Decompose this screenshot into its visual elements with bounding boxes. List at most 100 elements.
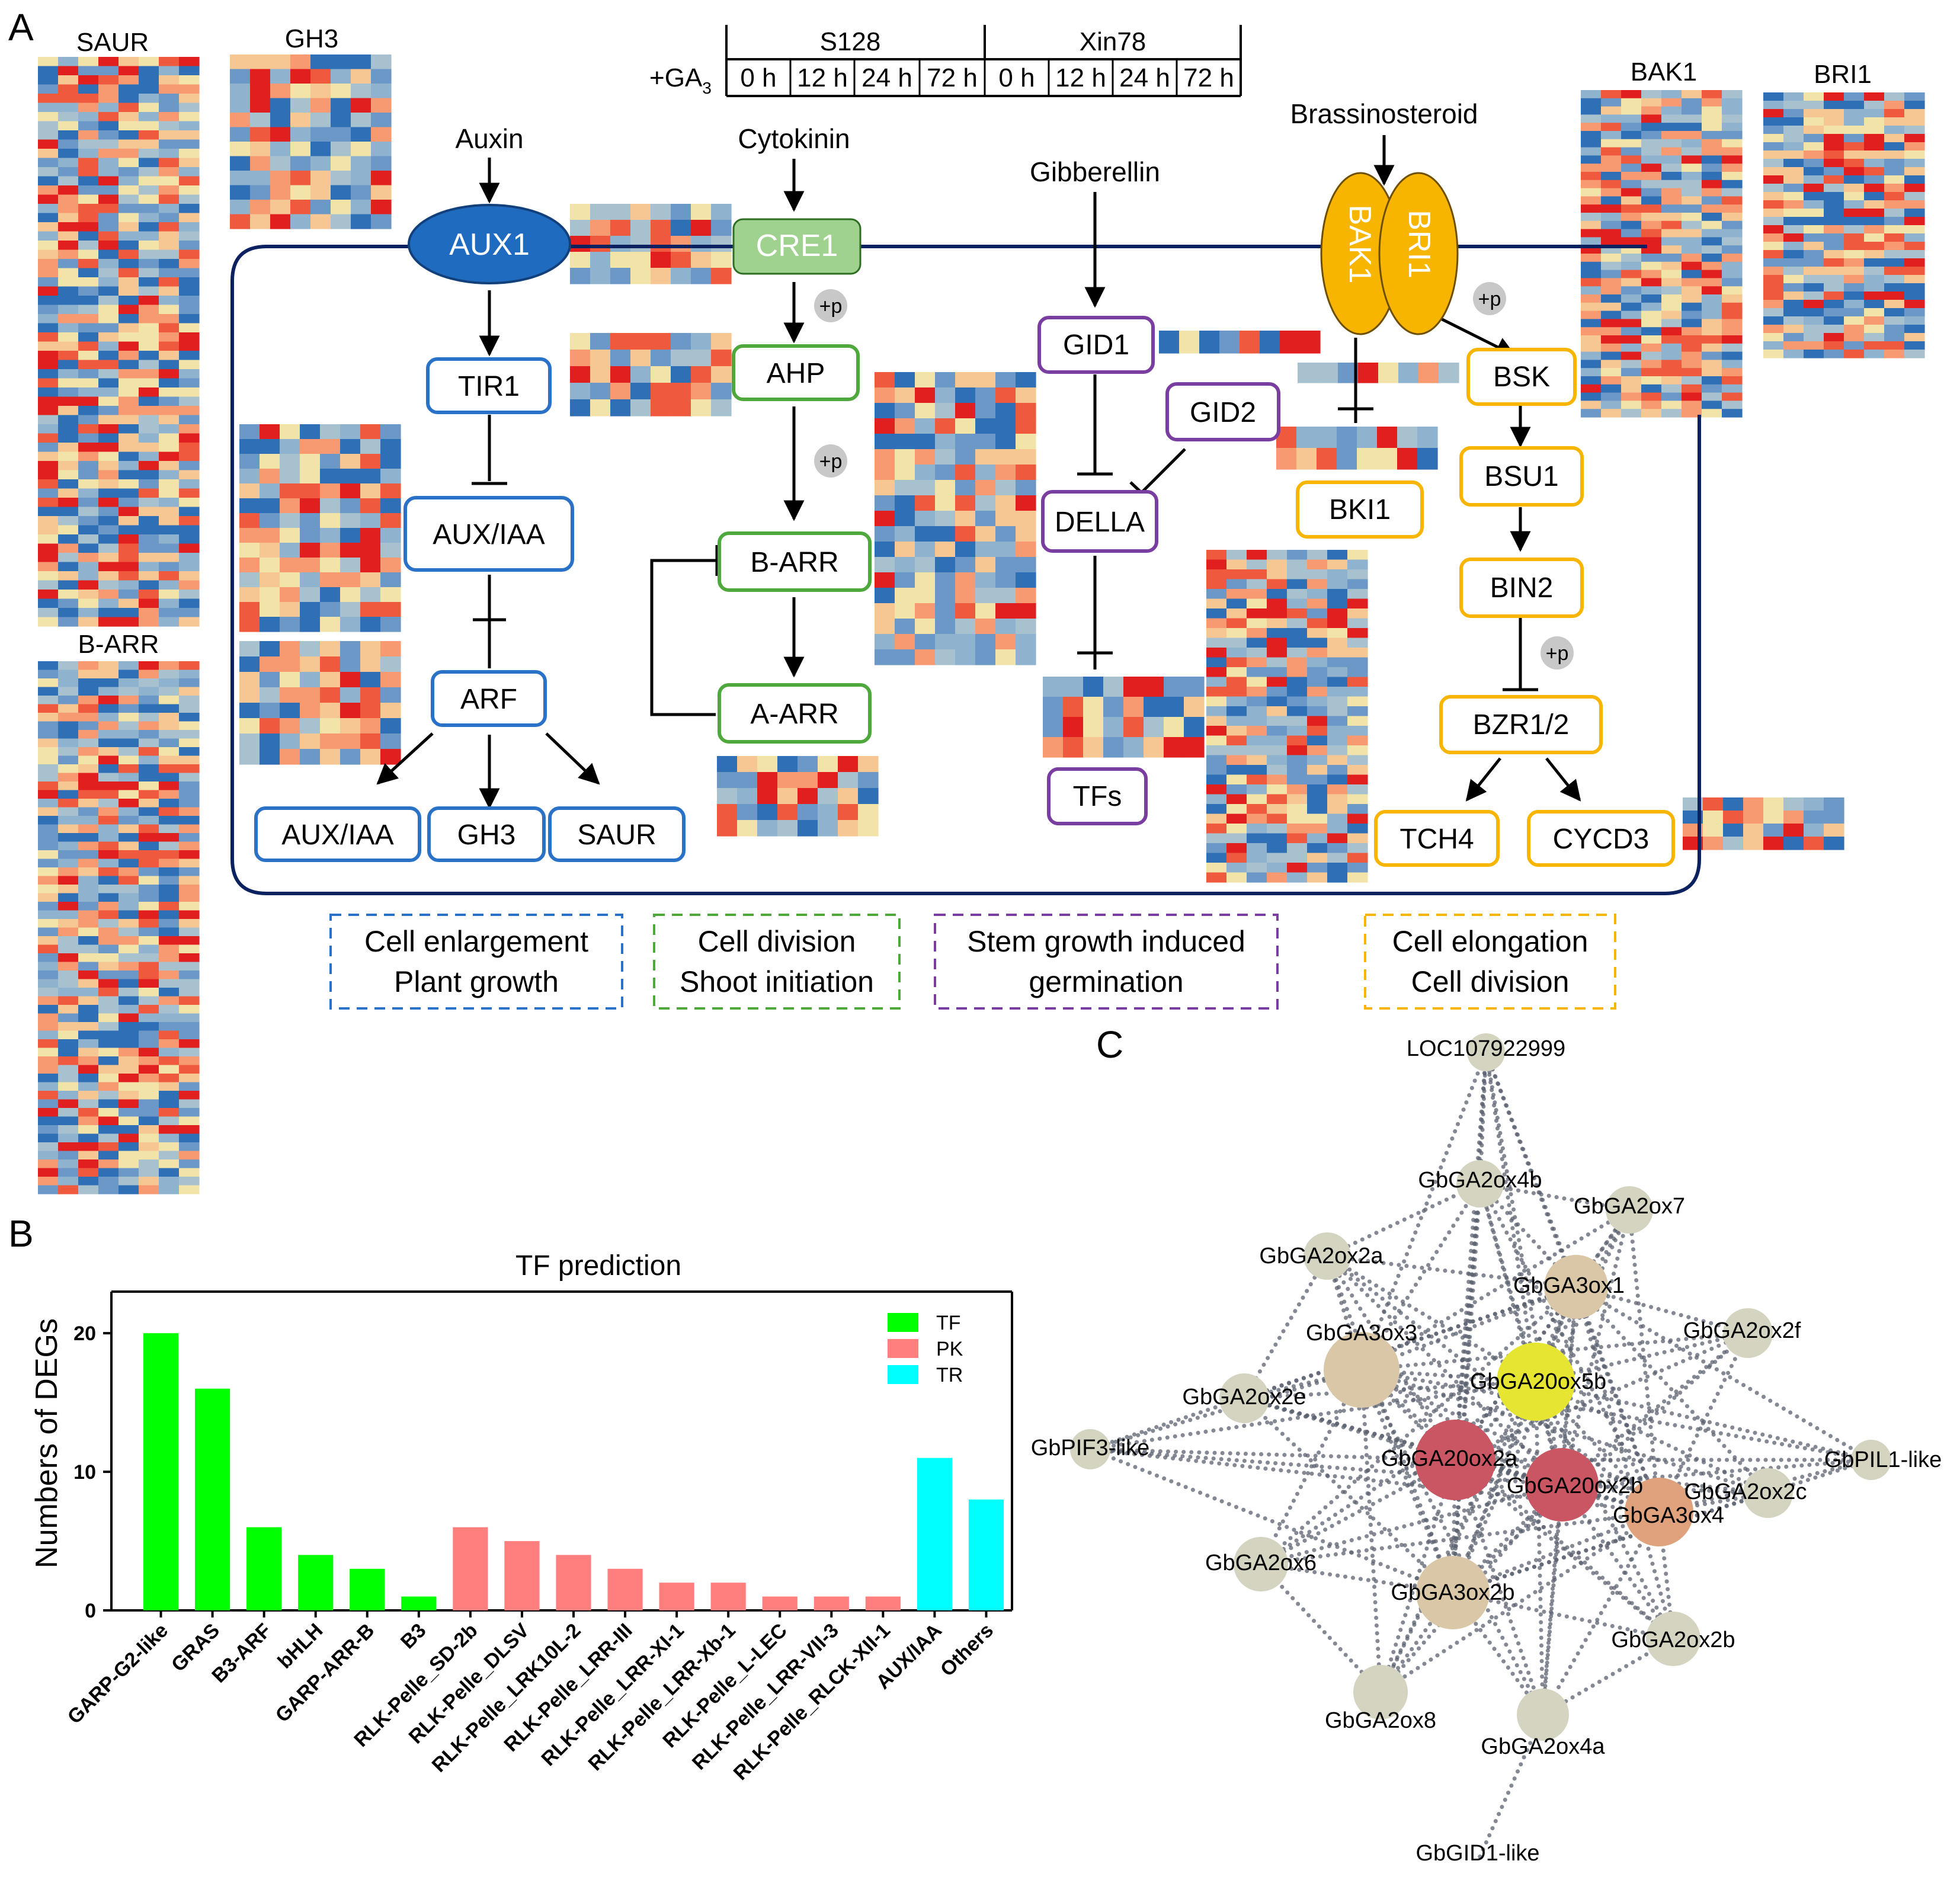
heatmap-cell bbox=[98, 204, 119, 214]
bar bbox=[762, 1596, 798, 1610]
heatmap-cell bbox=[98, 378, 119, 388]
heatmap-cell bbox=[179, 816, 200, 825]
heatmap-cell bbox=[179, 1151, 200, 1160]
heatmap-cell bbox=[38, 553, 59, 563]
heatmap-cell bbox=[895, 372, 915, 388]
heatmap-cell bbox=[98, 876, 119, 885]
heatmap-cell bbox=[1661, 188, 1682, 197]
heatmap-cell bbox=[1016, 495, 1036, 511]
heatmap-cell bbox=[1418, 363, 1439, 383]
heatmap-cell bbox=[1804, 267, 1824, 276]
heatmap-cell bbox=[838, 804, 859, 821]
heatmap-cell bbox=[371, 214, 392, 229]
heatmap-cell bbox=[98, 1074, 119, 1083]
heatmap-cell bbox=[1844, 316, 1865, 325]
heatmap-cell bbox=[38, 979, 59, 988]
heatmap-cell bbox=[78, 953, 99, 963]
heatmap-cell bbox=[38, 850, 59, 860]
heatmap-cell bbox=[1267, 638, 1288, 648]
heatmap-cell bbox=[1307, 618, 1328, 629]
heatmap-cell bbox=[159, 1116, 180, 1126]
heatmap-cell bbox=[1347, 745, 1368, 756]
heatmap-cell bbox=[1763, 308, 1784, 317]
heatmap-cell bbox=[1661, 327, 1682, 336]
heatmap-cell bbox=[119, 807, 139, 816]
heatmap-cell bbox=[159, 543, 180, 553]
heatmap-cell bbox=[1763, 225, 1784, 234]
heatmap-cell bbox=[1804, 101, 1824, 110]
heatmap-cell bbox=[58, 194, 79, 204]
heatmap-cell bbox=[1884, 142, 1905, 151]
heatmap-cell bbox=[38, 571, 59, 581]
heatmap-cell bbox=[38, 167, 59, 177]
heatmap-cell bbox=[777, 788, 798, 805]
heatmap-cell bbox=[995, 403, 1016, 419]
heatmap-cell bbox=[78, 103, 99, 113]
heatmap-cell bbox=[58, 84, 79, 94]
heatmap-cell bbox=[915, 526, 936, 542]
heatmap-cell bbox=[630, 366, 651, 383]
heatmap-cell bbox=[260, 641, 280, 657]
heatmap-cell bbox=[179, 1065, 200, 1074]
heatmap-cell bbox=[1824, 283, 1844, 292]
heatmap-cell bbox=[1621, 335, 1642, 344]
cultivar-label-s128: S128 bbox=[820, 27, 881, 56]
heatmap-cell bbox=[1300, 331, 1321, 354]
heatmap-cell bbox=[139, 204, 159, 214]
heatmap-cell bbox=[38, 139, 59, 149]
chart-bars bbox=[143, 1333, 1004, 1610]
heatmap-cell bbox=[1621, 302, 1642, 312]
heatmap-cell bbox=[159, 1159, 180, 1169]
heatmap-cell bbox=[270, 55, 291, 70]
heatmap-cell bbox=[139, 461, 159, 471]
heatmap-cell bbox=[331, 98, 351, 113]
heatmap-cell bbox=[1226, 628, 1247, 639]
network-node bbox=[1525, 1448, 1599, 1522]
heatmap-cell bbox=[360, 528, 381, 543]
heatmap-cell bbox=[290, 113, 311, 128]
heatmap-cell bbox=[1184, 737, 1205, 758]
heatmap-cell bbox=[139, 919, 159, 928]
heatmap-cell bbox=[159, 721, 180, 731]
node-b-arr-label: B-ARR bbox=[750, 547, 838, 578]
network-edge bbox=[1541, 1510, 1661, 1717]
heatmap-cell bbox=[1601, 302, 1622, 312]
heatmap-cell bbox=[179, 470, 200, 480]
node-bsu1-label: BSU1 bbox=[1484, 461, 1558, 492]
heatmap-cell bbox=[1682, 327, 1702, 336]
heatmap-cell bbox=[98, 1142, 119, 1152]
heatmap-cell bbox=[139, 121, 159, 131]
heatmap-cell bbox=[1824, 341, 1844, 350]
network-edge bbox=[1450, 1181, 1482, 1595]
svg-text:+p: +p bbox=[819, 450, 843, 473]
heatmap-cell bbox=[1267, 608, 1288, 619]
heatmap-cell bbox=[310, 55, 331, 70]
heatmap-bak1 bbox=[1581, 90, 1743, 418]
heatmap-cell bbox=[1621, 286, 1642, 295]
heatmap-cell bbox=[179, 833, 200, 843]
heatmap-cell bbox=[1641, 409, 1662, 418]
heatmap-cell bbox=[1327, 598, 1348, 609]
heatmap-cell bbox=[380, 543, 401, 558]
heatmap-cell bbox=[38, 103, 59, 113]
heatmap-cell bbox=[280, 483, 300, 499]
heatmap-cell bbox=[1702, 368, 1722, 377]
heatmap-cell bbox=[1783, 167, 1804, 176]
heatmap-cell bbox=[98, 799, 119, 808]
heatmap-cell bbox=[331, 171, 351, 186]
heatmap-cell bbox=[1601, 392, 1622, 401]
heatmap-cell bbox=[1287, 696, 1308, 707]
heatmap-cell bbox=[1783, 341, 1804, 350]
heatmap-cell bbox=[179, 286, 200, 296]
heatmap-cell bbox=[360, 703, 381, 719]
heatmap-cell bbox=[78, 598, 99, 608]
gibberellin-arrows bbox=[1077, 192, 1186, 670]
heatmap-cell bbox=[1247, 853, 1267, 863]
heatmap-cell bbox=[159, 396, 180, 406]
heatmap-cell bbox=[1884, 117, 1905, 126]
heatmap-cell bbox=[1621, 139, 1642, 148]
heatmap-cell bbox=[159, 341, 180, 351]
heatmap-cell bbox=[955, 619, 976, 635]
heatmap-cell bbox=[1016, 588, 1036, 604]
heatmap-cell bbox=[38, 259, 59, 269]
